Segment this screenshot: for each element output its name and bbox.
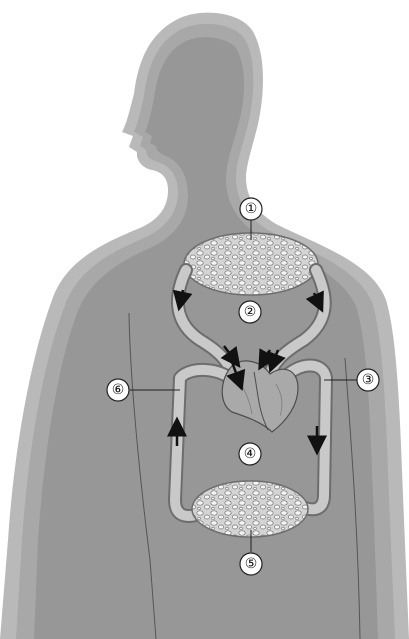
lung-capillary-bed	[184, 233, 318, 295]
label-4: ④	[239, 443, 261, 465]
svg-text:①: ①	[245, 201, 258, 217]
body-capillary-bed	[192, 481, 308, 537]
svg-text:②: ②	[244, 304, 257, 320]
body-silhouette	[0, 13, 409, 639]
svg-text:③: ③	[362, 372, 375, 388]
svg-text:④: ④	[244, 446, 257, 462]
svg-text:⑥: ⑥	[112, 382, 125, 398]
label-2: ②	[239, 301, 261, 323]
label-6: ⑥	[107, 379, 129, 401]
svg-text:⑤: ⑤	[245, 556, 258, 572]
label-1: ①	[240, 198, 262, 220]
label-3: ③	[357, 369, 379, 391]
label-5: ⑤	[240, 553, 262, 575]
